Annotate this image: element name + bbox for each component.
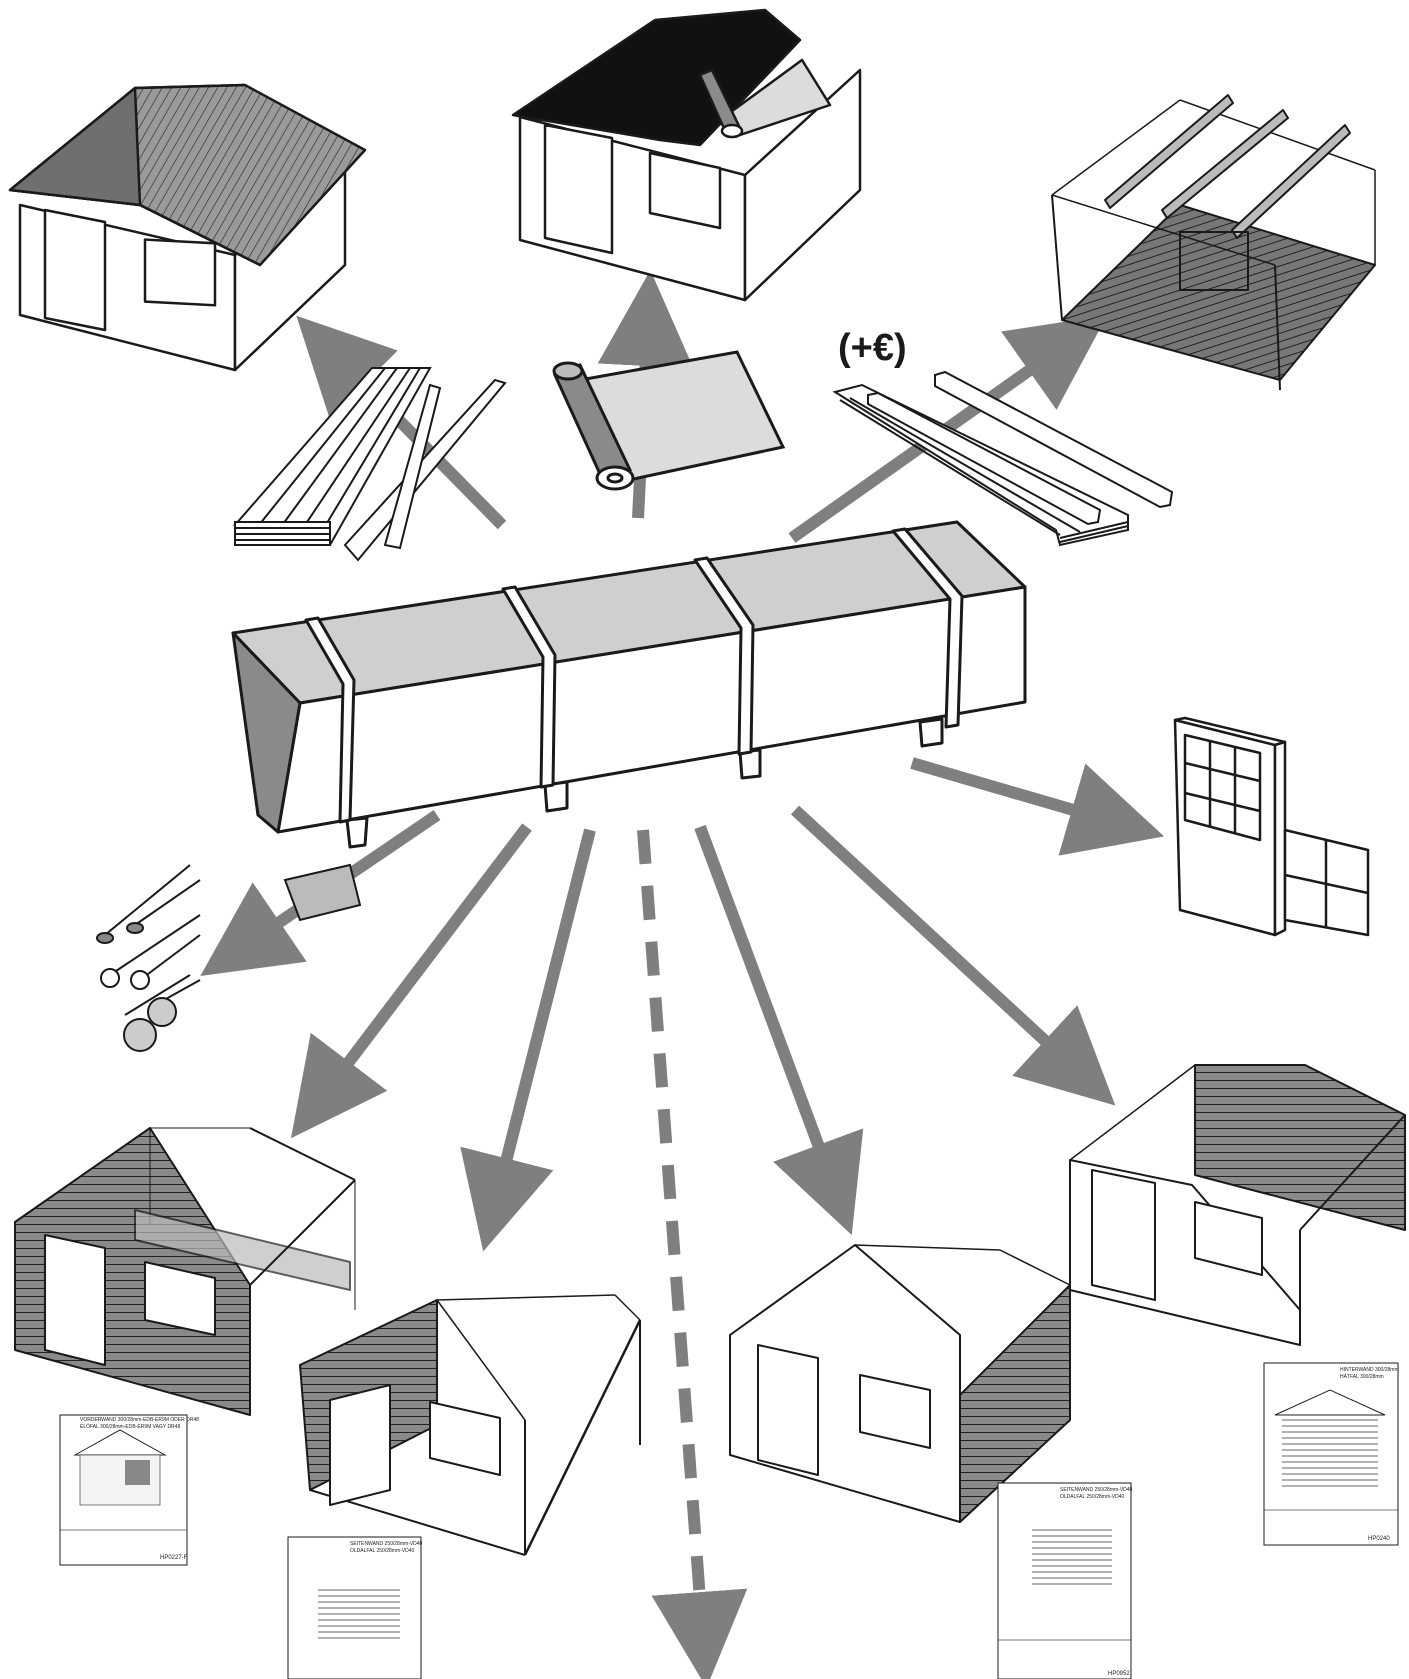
left-side-wall-drawing: SEITENWAND 250/28mm-VD40 OLDALFAL 250/28… bbox=[287, 1536, 423, 1679]
front-wall-drawing-code: HP0227-F bbox=[160, 1555, 188, 1561]
arrow-to-front-wall bbox=[290, 823, 532, 1139]
back-wall-drawing-title-1: HINTERWAND 300/28mm bbox=[1340, 1367, 1399, 1373]
right-side-wall-drawing: SEITENWAND 250/28mm-VD40 OLDALFAL 250/28… bbox=[997, 1482, 1133, 1679]
roofed-house-illustration bbox=[8, 83, 367, 372]
back-wall-illustration bbox=[1069, 1064, 1406, 1346]
extra-cost-label: (+€) bbox=[838, 327, 907, 369]
front-wall-illustration bbox=[14, 1127, 356, 1416]
arrow-to-back-wall bbox=[790, 805, 1116, 1106]
left-side-wall-drawing-title-2: OLDALFAL 250/28mm-VD40 bbox=[350, 1548, 415, 1554]
back-wall-drawing: HINTERWAND 300/28mm HÁTFAL 300/28mm HP02… bbox=[1263, 1362, 1399, 1546]
felt-house-illustration bbox=[511, 8, 862, 302]
back-wall-drawing-code: HP0240 bbox=[1368, 1536, 1390, 1542]
fasteners-icon bbox=[96, 863, 362, 1052]
package-icon bbox=[231, 520, 1027, 849]
arrow-dashed-down bbox=[637, 829, 748, 1679]
left-side-wall-drawing-title-1: SEITENWAND 250/28mm-VD40 bbox=[350, 1541, 423, 1547]
floor-house-illustration bbox=[1051, 94, 1376, 391]
front-wall-drawing-title-2: ELŐFAL 300/28mm-EDB-ER9M VAGY DR48 bbox=[80, 1423, 180, 1430]
left-side-wall-illustration bbox=[299, 1294, 642, 1556]
right-side-wall-drawing-title-1: SEITENWAND 250/28mm-VD40 bbox=[1060, 1487, 1133, 1493]
right-side-wall-illustration bbox=[729, 1244, 1071, 1523]
roofing-felt-roll-icon bbox=[552, 350, 786, 491]
right-side-wall-drawing-title-2: OLDALFAL 250/28mm-VD40 bbox=[1060, 1494, 1125, 1500]
front-wall-drawing: VORDERWAND 300/28mm-EDB-ER9M ODER DR48 E… bbox=[59, 1414, 199, 1566]
right-side-wall-drawing-code: HP0952 bbox=[1108, 1671, 1130, 1677]
back-wall-drawing-title-2: HÁTFAL 300/28mm bbox=[1340, 1373, 1384, 1380]
arrow-to-left-wall bbox=[460, 828, 596, 1252]
floor-boards-icon bbox=[832, 370, 1174, 547]
arrow-to-right-wall bbox=[694, 824, 864, 1235]
roof-boards-icon bbox=[233, 367, 507, 562]
front-wall-drawing-title-1: VORDERWAND 300/28mm-EDB-ER9M ODER DR48 bbox=[80, 1417, 199, 1423]
arrow-to-door-window bbox=[910, 757, 1165, 856]
door-window-icon bbox=[1173, 716, 1370, 937]
